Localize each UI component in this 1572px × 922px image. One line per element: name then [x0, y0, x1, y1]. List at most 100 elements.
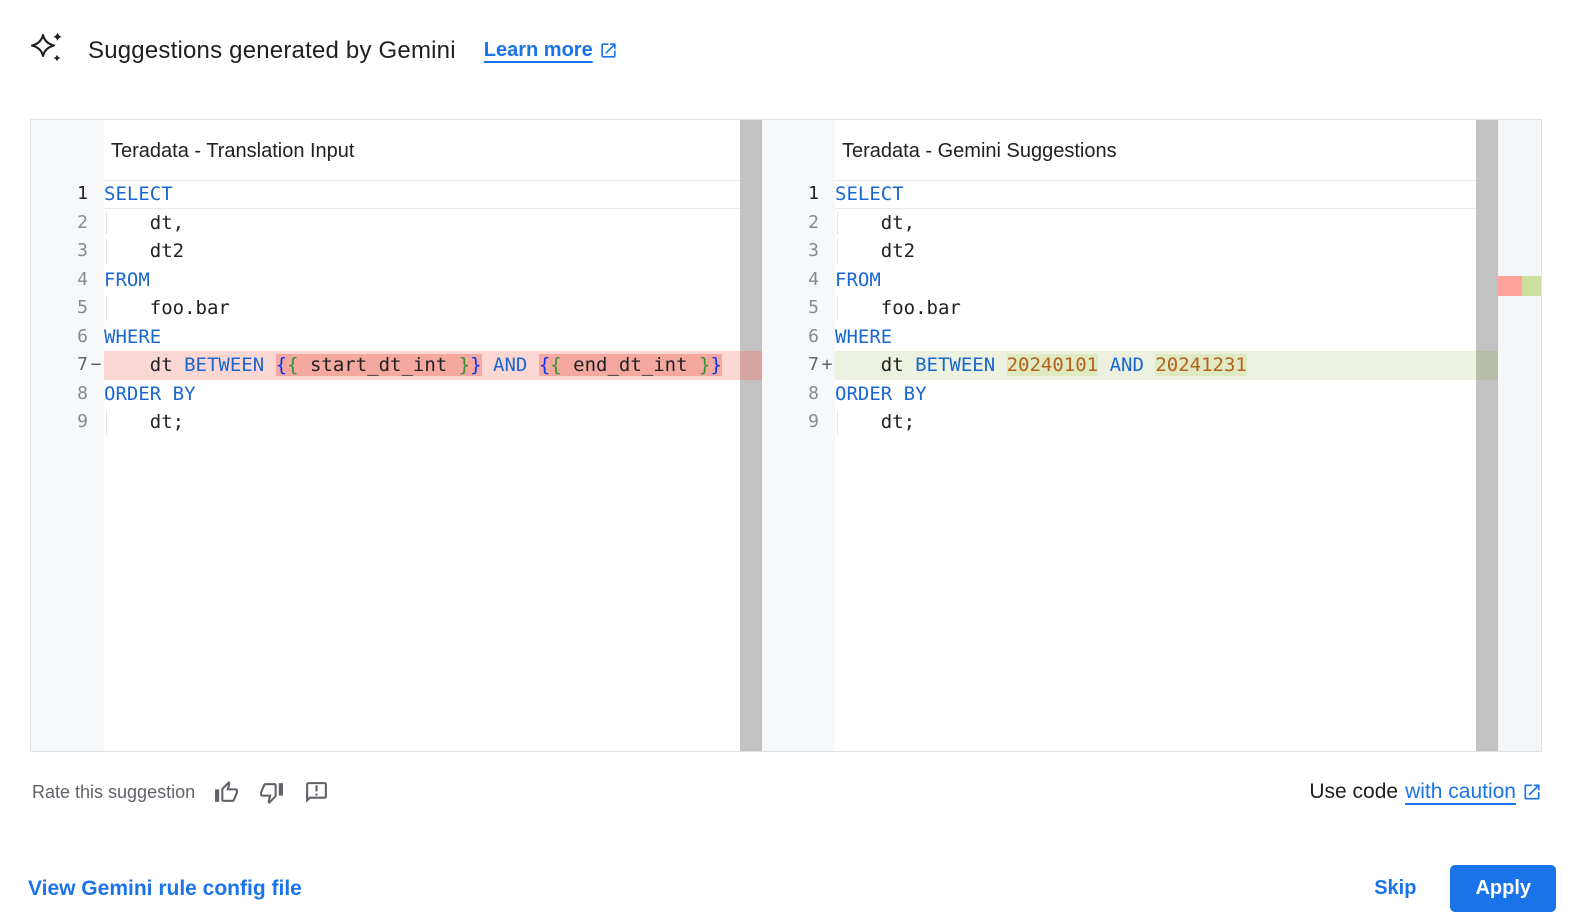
code-line: 2 dt, [31, 209, 762, 238]
use-code-label: Use code [1309, 780, 1399, 803]
page-title: Suggestions generated by Gemini [88, 36, 456, 64]
line-number: 1 [77, 183, 88, 204]
code-text[interactable]: dt BETWEEN {{ start_dt_int }} AND {{ end… [104, 351, 762, 380]
feedback-button[interactable] [304, 779, 330, 805]
line-number: 5 [808, 297, 819, 318]
code-line: 2 dt, [762, 209, 1541, 238]
line-number-gutter [762, 120, 835, 751]
diff-sign-empty [819, 294, 835, 323]
line-number: 6 [77, 325, 88, 347]
code-line: 8 ORDER BY [31, 380, 762, 409]
line-number: 9 [808, 411, 819, 432]
diff-sign: − [90, 354, 102, 375]
skip-button[interactable]: Skip [1374, 877, 1417, 899]
code-line: 1 SELECT [762, 180, 1541, 209]
diff-sign-empty [88, 209, 104, 238]
code-line: 9 dt; [31, 408, 762, 437]
code-text[interactable]: dt BETWEEN 20240101 AND 20241231 [835, 351, 1541, 380]
footer: View Gemini rule config file Skip Apply [28, 865, 1556, 912]
line-number: 5 [77, 297, 88, 318]
code-line: 9 dt; [762, 408, 1541, 437]
editor-original-title: Teradata - Translation Input [111, 140, 355, 162]
diff-added-marker [1476, 351, 1498, 380]
thumbs-down-button[interactable] [259, 779, 285, 805]
line-number: 2 [77, 211, 88, 233]
code-line: 5 foo.bar [762, 294, 1541, 323]
line-number: 2 [808, 211, 819, 233]
line-number: 8 [808, 382, 819, 404]
code-line: 4 FROM [31, 266, 762, 295]
line-number-gutter [31, 120, 104, 751]
diff-overview-ruler [1498, 120, 1541, 751]
diff-sign-empty [819, 266, 835, 295]
code-text[interactable]: SELECT [104, 180, 762, 209]
rate-label: Rate this suggestion [32, 781, 196, 802]
code-text[interactable]: SELECT [835, 180, 1541, 209]
feedback-icon [306, 781, 328, 803]
code-text[interactable]: dt2 [104, 237, 762, 266]
code-text[interactable]: ORDER BY [104, 382, 196, 405]
scrollbar[interactable] [1476, 120, 1498, 751]
overview-added-marker [1522, 276, 1541, 296]
use-code-caution: Use code with caution [1309, 780, 1542, 804]
header: Suggestions generated by Gemini Learn mo… [0, 0, 1572, 70]
code-line: 1 SELECT [31, 180, 762, 209]
code-line: 6 WHERE [31, 323, 762, 352]
diff-sign-empty [819, 323, 835, 352]
code-line: 3 dt2 [762, 237, 1541, 266]
code-text[interactable]: dt, [835, 209, 1541, 238]
diff-sign-empty [819, 380, 835, 409]
code-text[interactable]: ORDER BY [835, 382, 927, 405]
code-text[interactable]: foo.bar [104, 294, 762, 323]
code-text[interactable]: dt, [104, 209, 762, 238]
code-line: 7+ dt BETWEEN 20240101 AND 20241231 [762, 351, 1541, 380]
diff-sign-empty [88, 180, 104, 209]
gemini-sparkle-icon [30, 31, 64, 70]
thumbs-up-button[interactable] [214, 779, 240, 805]
view-rule-config-link[interactable]: View Gemini rule config file [28, 876, 302, 900]
code-line: 3 dt2 [31, 237, 762, 266]
line-number: 1 [808, 183, 819, 204]
learn-more-link[interactable]: Learn more [484, 39, 618, 62]
thumbs-down-icon [260, 782, 284, 804]
code-line: 5 foo.bar [31, 294, 762, 323]
code-text[interactable]: dt; [104, 408, 762, 437]
diff-removed-marker [740, 351, 762, 380]
code-line: 7− dt BETWEEN {{ start_dt_int }} AND {{ … [31, 351, 762, 380]
overview-removed-marker [1498, 276, 1522, 296]
line-number: 7 [77, 354, 88, 375]
line-number: 3 [808, 240, 819, 261]
code-text[interactable]: dt2 [835, 237, 1541, 266]
with-caution-link[interactable]: with caution [1405, 780, 1542, 804]
code-line: 6 WHERE [762, 323, 1541, 352]
code-text[interactable]: dt; [835, 408, 1541, 437]
line-number: 6 [808, 325, 819, 347]
diff-sign-empty [819, 408, 835, 437]
code-text[interactable]: foo.bar [835, 294, 1541, 323]
scrollbar[interactable] [740, 120, 762, 751]
thumbs-up-icon [215, 780, 239, 802]
editor-modified-title: Teradata - Gemini Suggestions [842, 140, 1117, 162]
code-text[interactable]: WHERE [835, 325, 893, 348]
external-link-icon [1524, 784, 1540, 800]
diff-sign-empty [819, 180, 835, 209]
line-number: 9 [77, 411, 88, 432]
diff-sign-empty [88, 266, 104, 295]
line-number: 3 [77, 240, 88, 261]
line-number: 8 [77, 382, 88, 404]
learn-more-label: Learn more [483, 39, 593, 61]
rate-row: Rate this suggestion Use code with cauti… [32, 777, 1542, 807]
code-text[interactable]: WHERE [104, 325, 162, 348]
diff-sign: + [821, 354, 833, 375]
apply-button[interactable]: Apply [1450, 865, 1556, 912]
diff-sign-empty [88, 323, 104, 352]
code-text[interactable]: FROM [104, 268, 150, 291]
code-text[interactable]: FROM [835, 268, 881, 291]
line-number: 4 [77, 268, 88, 290]
line-number: 7 [808, 354, 819, 375]
diff-sign-empty [819, 237, 835, 266]
